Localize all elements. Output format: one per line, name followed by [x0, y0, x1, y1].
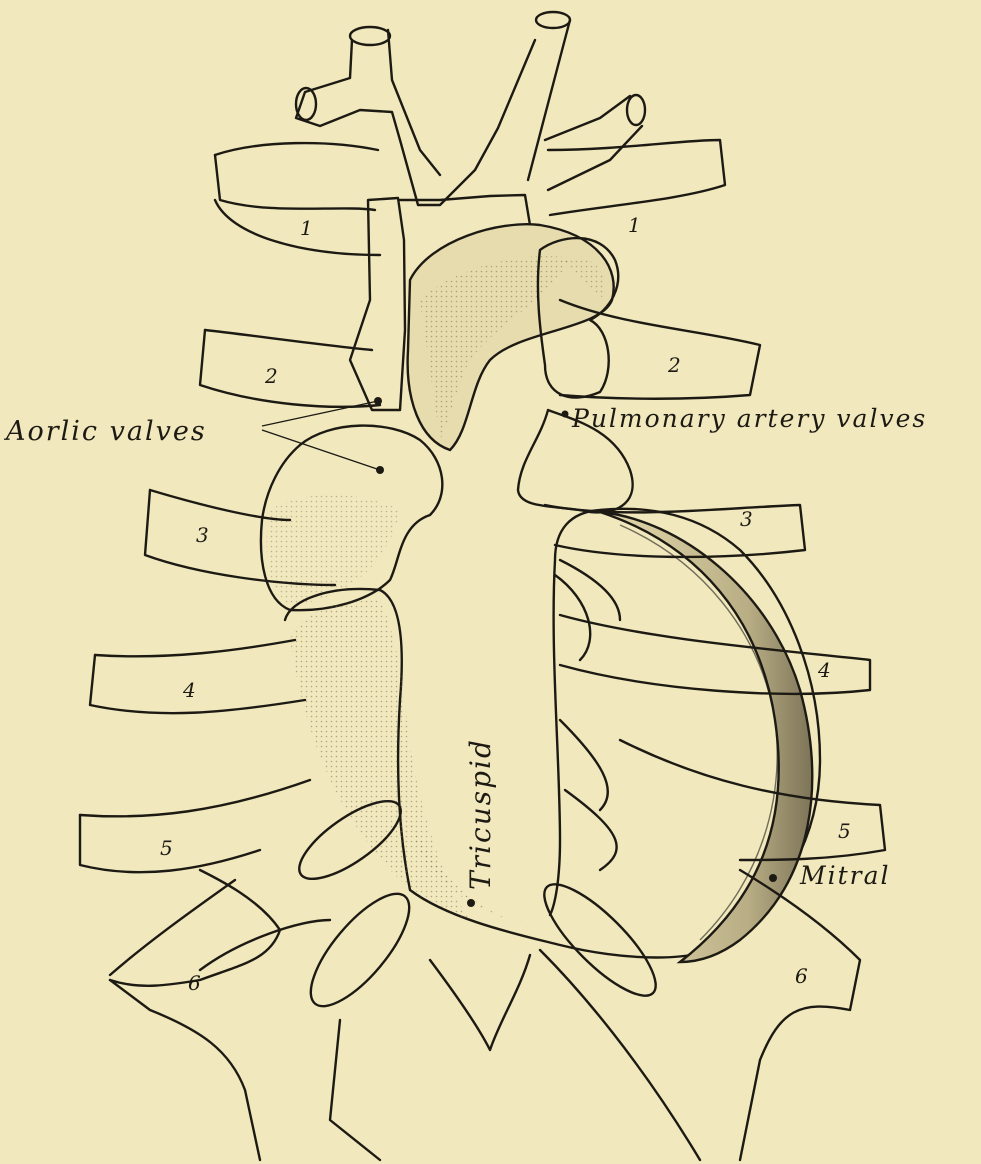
- pulmonary-valve-point: [562, 411, 569, 418]
- rib-number-left-5: 5: [160, 836, 173, 860]
- mitral-label: Mitral: [799, 861, 891, 890]
- aortic-valve-point: [376, 466, 384, 474]
- rib-number-left-3: 3: [196, 523, 209, 547]
- rib-number-right-5: 5: [838, 819, 851, 843]
- mitral-valve-point: [769, 874, 777, 882]
- rib-number-right-3: 3: [740, 507, 753, 531]
- rib-number-right-1: 1: [628, 213, 641, 237]
- rib-number-left-1: 1: [300, 216, 313, 240]
- rib-number-left-2: 2: [264, 364, 278, 388]
- rib-number-right-6: 6: [795, 964, 808, 988]
- rib-number-right-2: 2: [667, 353, 681, 377]
- pulmonary-valves-label: Pulmonary artery valves: [571, 404, 927, 433]
- aortic-valve-point: [374, 397, 382, 405]
- rib-number-right-4: 4: [817, 658, 831, 682]
- aortic-valves-label: Aorlic valves: [3, 416, 207, 447]
- rib-number-left-4: 4: [182, 678, 196, 702]
- tricuspid-label: Tricuspid: [464, 738, 497, 890]
- tricuspid-valve-point: [467, 899, 475, 907]
- rib-number-left-6: 6: [188, 971, 201, 995]
